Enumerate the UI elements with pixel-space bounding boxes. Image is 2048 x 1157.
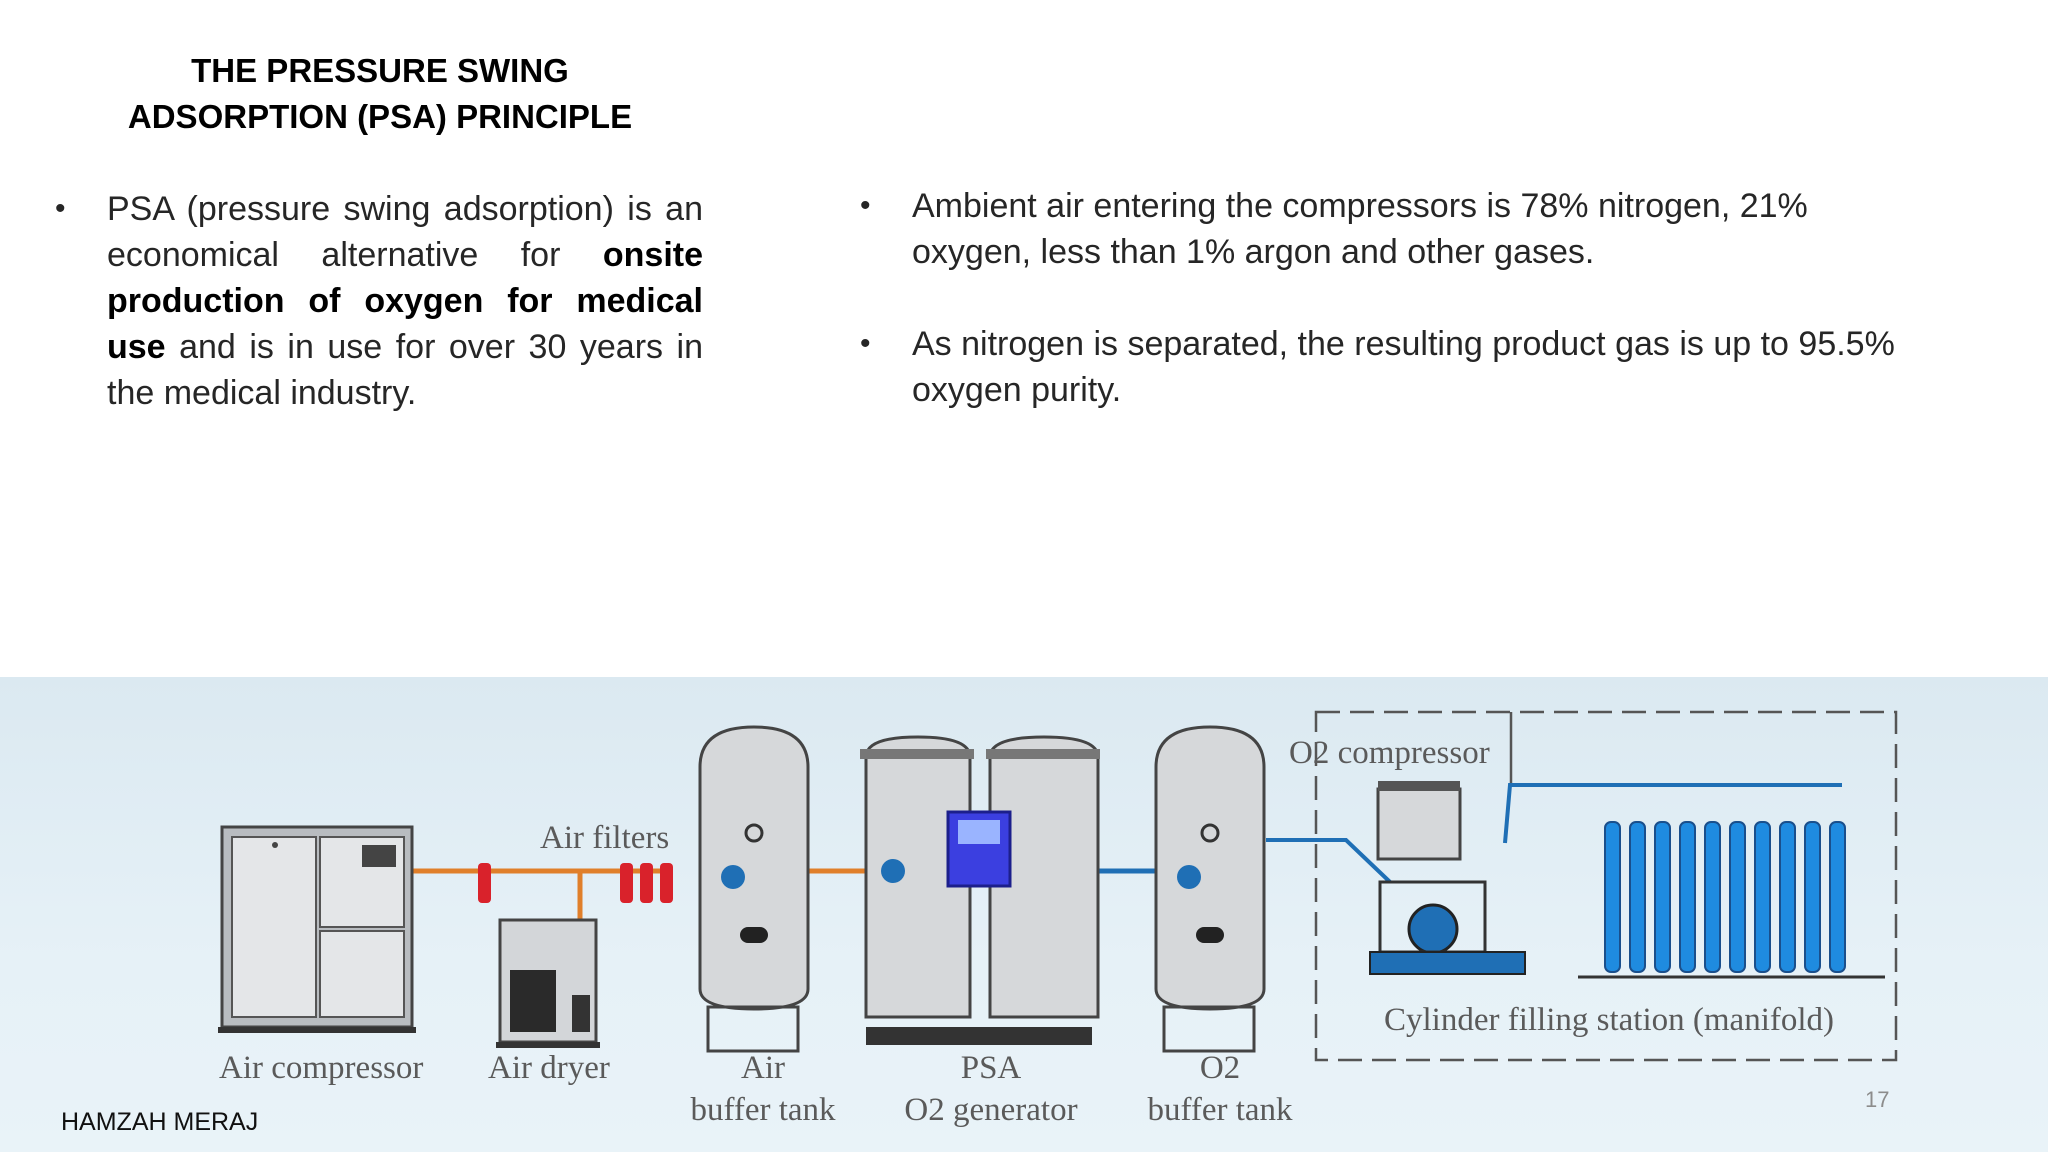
oxygen-cylinders-manifold — [1578, 821, 1885, 979]
blue-pipe — [1503, 783, 1842, 844]
slide-title: THE PRESSURE SWING ADSORPTION (PSA) PRIN… — [127, 52, 633, 135]
right-bullet-list: Ambient air entering the compressors is … — [860, 183, 1920, 413]
label-line: O2 generator — [904, 1092, 1078, 1128]
label-o2-buffer-tank: O2 buffer tank — [1135, 1047, 1305, 1131]
label-psa-generator: PSA O2 generator — [886, 1047, 1096, 1131]
label-air-dryer: Air dryer — [488, 1050, 610, 1086]
left-bullet-list: PSA (pressure swing adsorption) is an ec… — [55, 186, 703, 416]
label-air-buffer-tank: Air buffer tank — [678, 1047, 848, 1131]
page-number: 17 — [1865, 1087, 1890, 1112]
bullet-psa-economical: PSA (pressure swing adsorption) is an ec… — [55, 186, 703, 416]
label-air-filters: Air filters — [540, 820, 670, 856]
label-line: O2 — [1199, 1050, 1241, 1086]
author-footer: HAMZAH MERAJ — [61, 1108, 259, 1136]
cylinder-station-box — [1314, 710, 1898, 1062]
o2-buffer-tank — [1154, 725, 1266, 1053]
air-compressor-unit — [218, 825, 416, 1033]
bullet-text: PSA (pressure swing adsorption) is an ec… — [107, 190, 703, 274]
label-cylinder-station: Cylinder filling station (manifold) — [1384, 1002, 1835, 1038]
air-dryer-unit — [496, 918, 600, 1048]
label-line: buffer tank — [690, 1092, 836, 1128]
psa-o2-generator — [860, 735, 1100, 1045]
bullet-ambient-air: Ambient air entering the compressors is … — [860, 183, 1920, 275]
o2-compressor-unit — [1369, 781, 1526, 975]
blue-pipe — [1266, 838, 1392, 884]
bullet-bold-text: onsite production of oxygen for medical … — [107, 236, 703, 366]
label-line: buffer tank — [1147, 1092, 1293, 1128]
bullet-nitrogen-separated: As nitrogen is separated, the resulting … — [860, 321, 1920, 413]
bullet-text: and is in use for over 30 years in the m… — [107, 328, 703, 412]
label-air-compressor: Air compressor — [219, 1050, 424, 1086]
label-line: Air — [741, 1050, 785, 1086]
label-line: PSA — [960, 1050, 1022, 1086]
psa-diagram-graphic — [218, 710, 1898, 1062]
psa-process-diagram: Air filters O2 compressor Cylinder filli… — [0, 677, 2048, 1152]
air-buffer-tank — [698, 725, 810, 1053]
air-filters-group — [478, 863, 673, 903]
label-o2-compressor: O2 compressor — [1289, 735, 1490, 771]
